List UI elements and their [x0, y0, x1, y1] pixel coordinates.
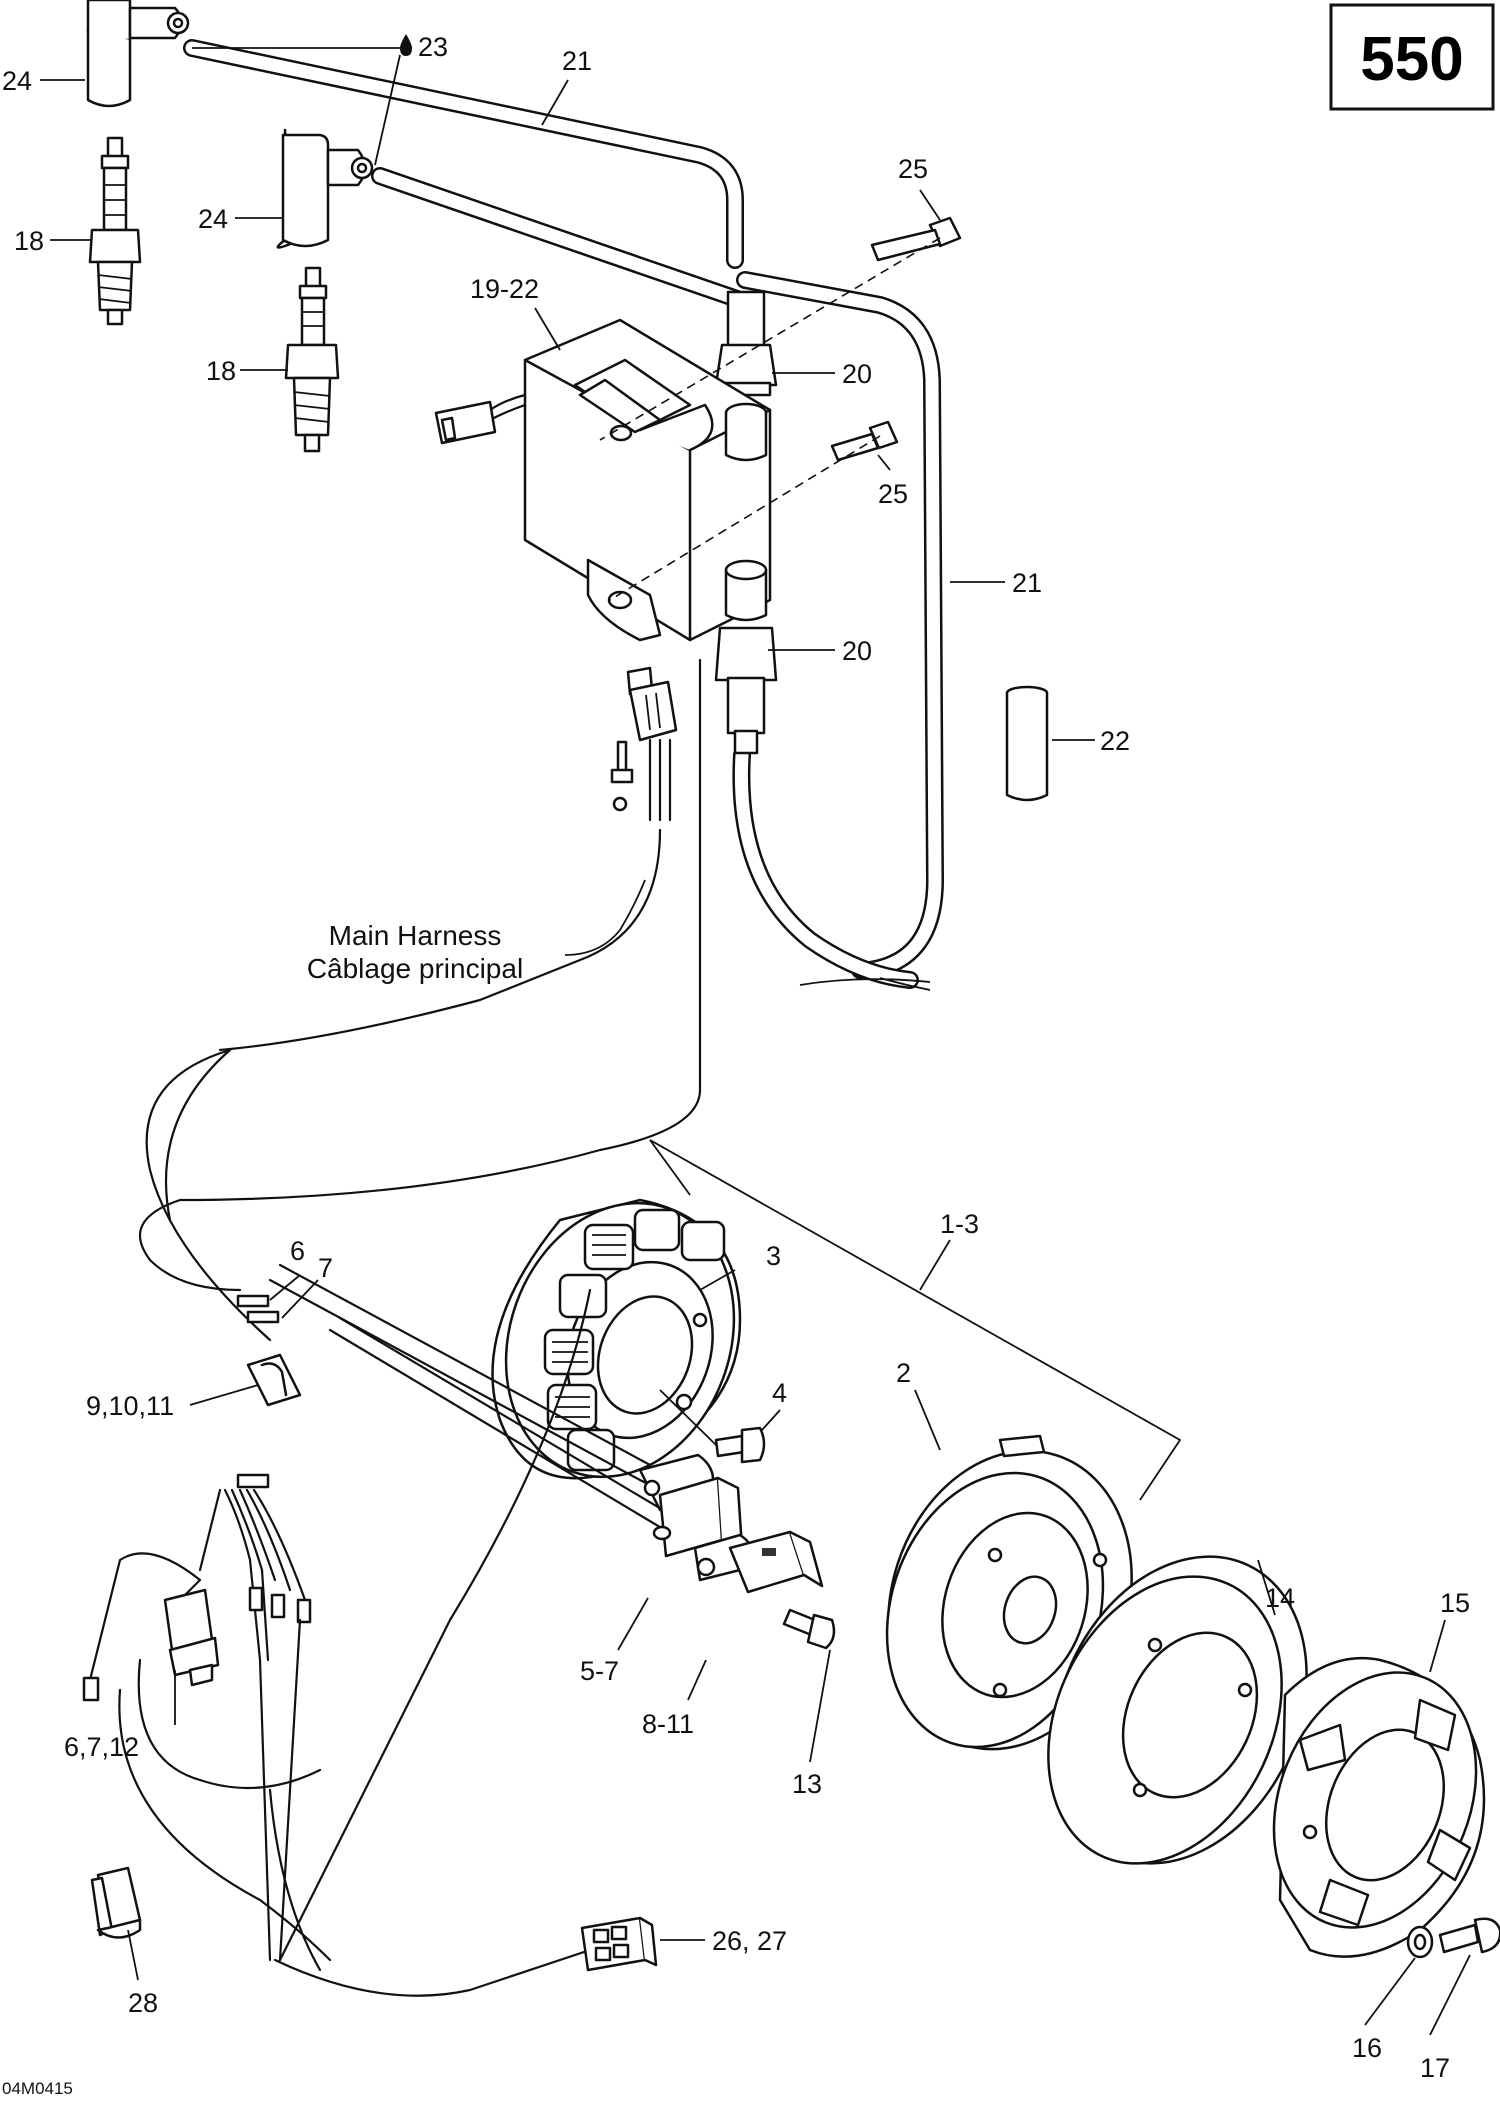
ignition-cable-long — [736, 271, 944, 979]
drawing-code: 04M0415 — [2, 2079, 73, 2098]
callout-2: 2 — [896, 1358, 911, 1388]
cable-boot-upper — [714, 290, 778, 397]
spark-plug-lower — [284, 266, 340, 453]
stator-screw — [714, 1426, 766, 1464]
callout-19-22: 19-22 — [470, 274, 539, 304]
spark-plug-cap-upper — [86, 0, 190, 108]
callout-18-upper: 18 — [14, 226, 44, 256]
callout-4: 4 — [772, 1378, 787, 1408]
sensor-screw — [782, 1608, 836, 1650]
callout-20-lower: 20 — [842, 636, 872, 666]
callout-20-upper: 20 — [842, 359, 872, 389]
callout-25-upper: 25 — [898, 154, 928, 184]
model-number: 550 — [1360, 25, 1463, 94]
spark-plug-upper — [88, 136, 142, 326]
callout-24-upper: 24 — [2, 66, 32, 96]
washer — [1406, 1925, 1434, 1959]
lead-terminals-6-7 — [236, 1294, 280, 1324]
screw-upper — [870, 216, 962, 262]
callout-3: 3 — [766, 1241, 781, 1271]
callout-18-lower: 18 — [206, 356, 236, 386]
callout-6: 6 — [290, 1236, 305, 1266]
harness-connector — [610, 666, 678, 812]
callout-28: 28 — [128, 1988, 158, 2018]
stator — [491, 1198, 742, 1480]
callout-21-right: 21 — [1012, 568, 1042, 598]
cup-bolt — [1438, 1917, 1500, 1954]
callout-26-27: 26, 27 — [712, 1926, 787, 1956]
callout-22: 22 — [1100, 726, 1130, 756]
connector-28 — [90, 1866, 142, 1939]
oil-drop-icon — [400, 34, 412, 56]
starter-ring — [1047, 1555, 1308, 1865]
ignition-cable-bottom — [732, 746, 919, 989]
ignition-cable-lower — [371, 167, 749, 309]
leader-lines — [40, 47, 1471, 2036]
stator-coils — [543, 1208, 726, 1472]
callout-25-middle: 25 — [878, 479, 908, 509]
model-box: 550 — [1329, 3, 1495, 111]
cable-boot-lower — [714, 626, 778, 755]
callout-17: 17 — [1420, 2053, 1450, 2083]
main-harness-label-en: Main Harness — [329, 920, 502, 951]
sensor-bracket — [693, 1530, 824, 1594]
callout-24-lower: 24 — [198, 204, 228, 234]
sub-harness — [82, 1288, 592, 1997]
callout-15: 15 — [1440, 1588, 1470, 1618]
connector-26-27 — [580, 1916, 658, 1972]
callout-9-10-11: 9,10,11 — [86, 1391, 174, 1421]
callout-8-11: 8-11 — [642, 1709, 694, 1739]
screw-middle — [830, 420, 899, 462]
callout-21-upper: 21 — [562, 46, 592, 76]
callout-16: 16 — [1352, 2033, 1382, 2063]
callout-13: 13 — [792, 1769, 822, 1799]
spark-plug-cap-lower — [276, 128, 374, 249]
callout-6-7-12: 6,7,12 — [64, 1732, 139, 1762]
ignition-cable-upper — [183, 39, 744, 269]
main-harness-label: Main Harness Câblage principal — [307, 920, 523, 984]
main-harness-wires — [139, 828, 702, 1342]
starter-cup — [1272, 1656, 1486, 1958]
connector-9-10-11 — [246, 1353, 302, 1407]
callout-14: 14 — [1265, 1583, 1295, 1613]
callout-5-7: 5-7 — [580, 1656, 619, 1686]
callout-labels: 24 23 21 18 24 25 19-22 18 20 25 21 20 2… — [2, 32, 1470, 2083]
pickup-sensor — [638, 1453, 744, 1558]
spacer-tube — [1005, 685, 1049, 802]
callout-23: 23 — [418, 32, 448, 62]
ignition-coil — [434, 318, 772, 642]
main-harness-label-fr: Câblage principal — [307, 953, 523, 984]
callout-1-3: 1-3 — [940, 1209, 979, 1239]
callout-7: 7 — [318, 1253, 333, 1283]
